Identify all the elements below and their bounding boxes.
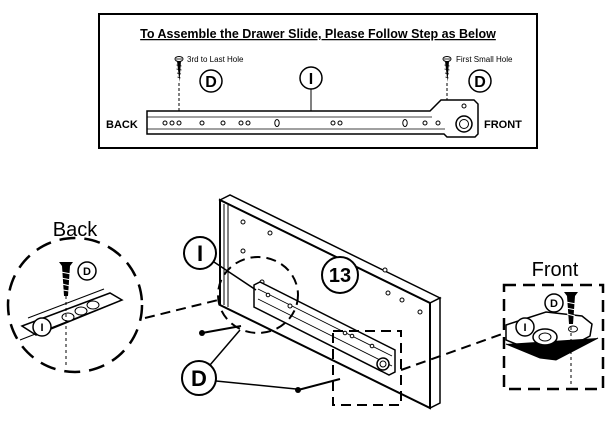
front-detail-slide-letter: I	[523, 322, 526, 334]
front-detail-screw-callout	[544, 293, 564, 313]
main-screw-back-icon	[199, 325, 242, 336]
back-screw-callout	[199, 69, 223, 93]
front-screw-icon	[442, 56, 452, 82]
front-detail-screw-icon	[564, 292, 578, 324]
main-slide-callout-letter: I	[197, 241, 203, 266]
back-detail-screw-callout	[77, 261, 97, 281]
back-detail-screw-icon	[59, 262, 73, 296]
main-screw-callout-letter: D	[191, 366, 207, 391]
mounted-drawer-slide	[253, 281, 396, 376]
front-detail-label: Front	[532, 259, 579, 281]
back-zoom-marker	[217, 256, 299, 334]
back-side-label: BACK	[106, 119, 138, 131]
slide-callout-letter: I	[309, 71, 313, 88]
back-detail-slide-letter: I	[40, 322, 43, 334]
back-detail-view: D I	[6, 236, 144, 374]
main-screw-callout	[181, 360, 217, 396]
front-detail-slide-callout	[515, 317, 535, 337]
panel-number: 13	[329, 265, 351, 287]
instruction-panel: To Assemble the Drawer Slide, Please Fol…	[98, 13, 538, 149]
main-slide-callout	[183, 236, 217, 270]
front-zoom-marker	[332, 330, 402, 406]
front-detail-connector	[400, 333, 503, 371]
back-hole-label: 3rd to Last Hole	[187, 55, 244, 64]
front-detail-view: D I	[502, 283, 605, 391]
back-screw-callout-letter: D	[205, 74, 217, 91]
panel-number-callout	[321, 256, 359, 294]
back-screw-icon	[174, 56, 184, 82]
back-detail-screw-letter: D	[83, 266, 91, 278]
back-detail-label: Back	[53, 219, 98, 241]
front-screw-callout-letter: D	[474, 74, 486, 91]
front-hole-label: First Small Hole	[456, 55, 513, 64]
back-detail-slide-callout	[32, 317, 52, 337]
drawer-slide-rail	[146, 99, 479, 138]
front-side-label: FRONT	[484, 119, 522, 131]
front-screw-callout	[468, 69, 492, 93]
back-detail-connector	[144, 299, 219, 319]
front-detail-screw-letter: D	[550, 298, 558, 310]
side-panel-13	[218, 194, 442, 410]
instruction-heading: To Assemble the Drawer Slide, Please Fol…	[140, 27, 496, 41]
main-screw-front-icon	[295, 378, 341, 393]
